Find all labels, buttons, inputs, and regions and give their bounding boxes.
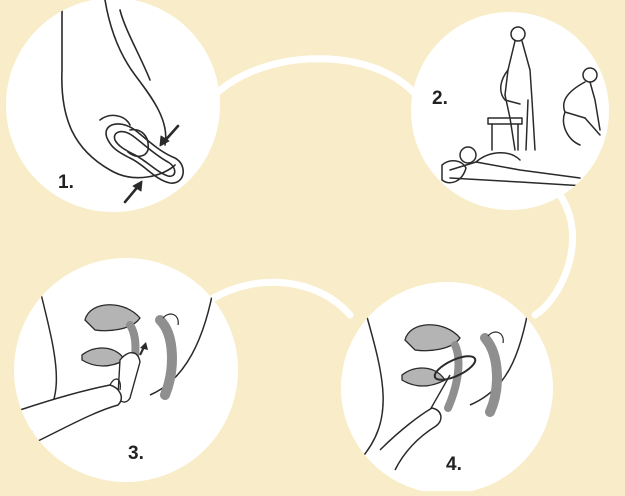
step-1-label: 1. [58,172,74,193]
step-4-panel: 4. [341,282,553,491]
step-4-label: 4. [446,454,462,475]
step-2-circle [411,12,609,210]
connector-1-2 [210,59,420,100]
step-3-panel: 3. [14,258,238,482]
connector-2-4 [535,195,573,315]
step-1-panel: 1. [6,0,220,212]
connector-3-4 [210,282,350,315]
step-2-panel: 2. [411,12,609,210]
step-2-label: 2. [432,88,448,109]
step-3-label: 3. [128,443,144,464]
